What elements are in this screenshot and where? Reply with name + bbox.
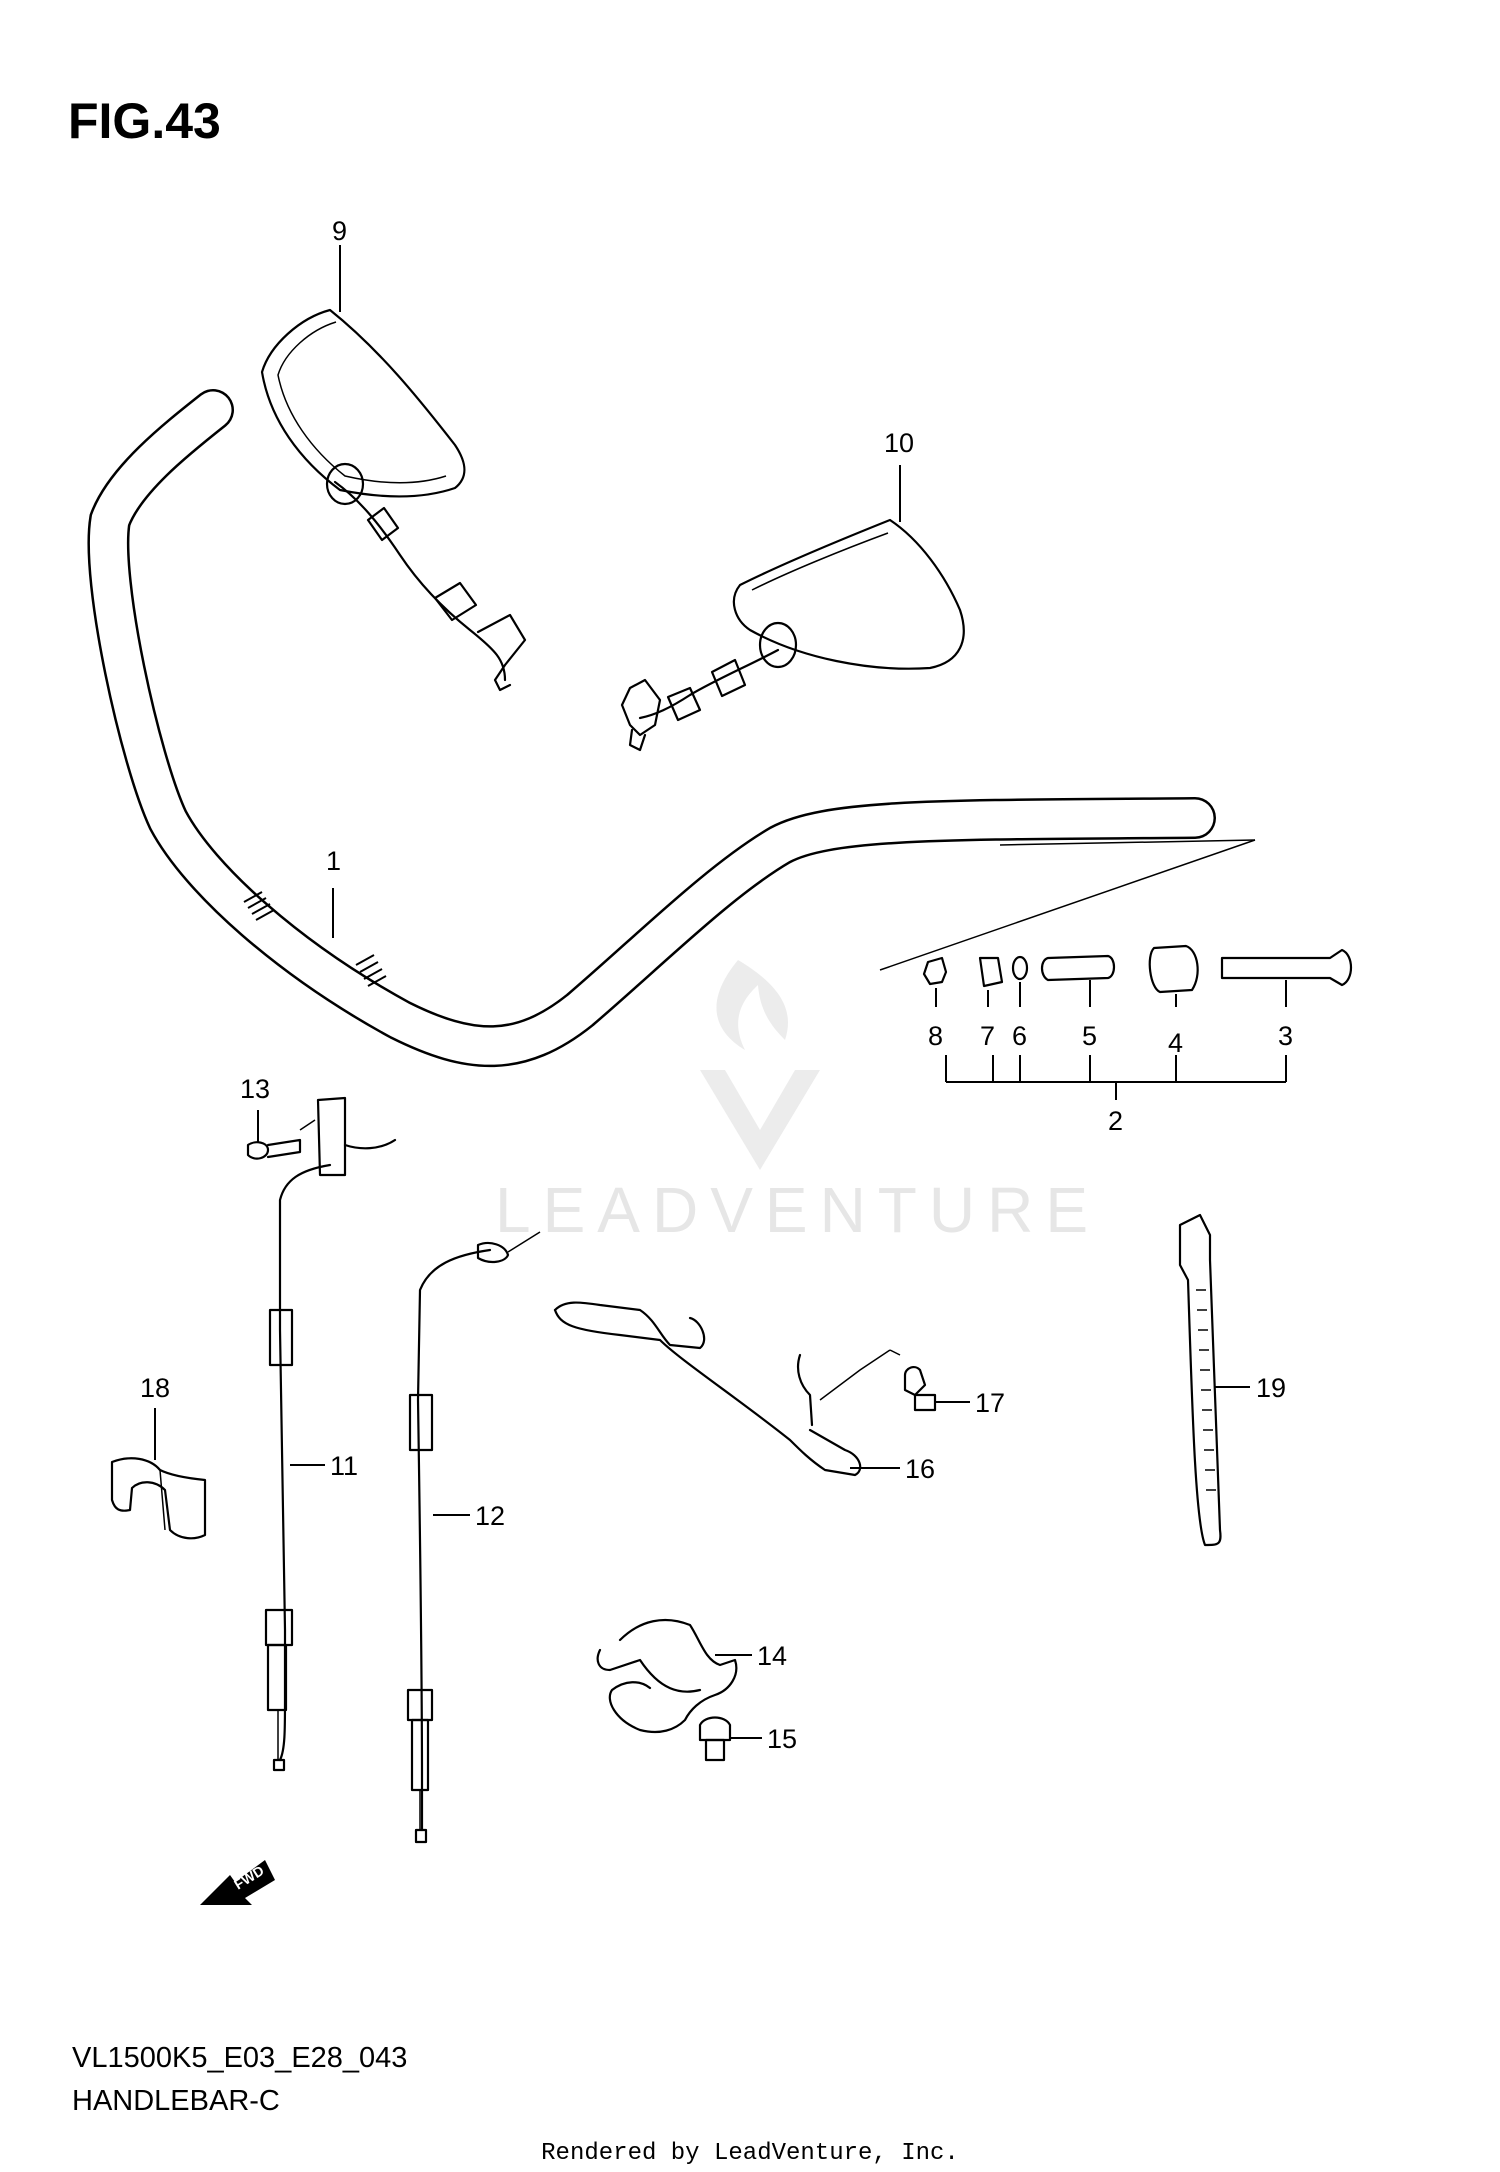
clip-14[interactable] <box>596 1618 738 1734</box>
callout-2: 2 <box>1108 1106 1123 1136</box>
callout-19: 19 <box>1256 1373 1286 1403</box>
section-name-label: HANDLEBAR-C <box>72 2085 280 2117</box>
mount-assembly-parts[interactable] <box>879 839 1353 994</box>
render-credit: Rendered by LeadVenture, Inc. <box>541 2140 959 2167</box>
callout-5: 5 <box>1082 1021 1097 1051</box>
watermark-text: LEADVENTURE <box>495 1174 1100 1246</box>
callout-18: 18 <box>140 1373 170 1403</box>
figure-title: FIG.43 <box>68 93 221 149</box>
mirror-right[interactable] <box>620 518 965 752</box>
callout-1: 1 <box>326 846 341 876</box>
screw-13[interactable] <box>246 1119 316 1160</box>
cable-clamp-18[interactable] <box>110 1457 207 1540</box>
callout-10: 10 <box>884 428 914 458</box>
leader-lines <box>154 245 1287 1739</box>
callout-17: 17 <box>975 1388 1005 1418</box>
bolt-15[interactable] <box>698 1716 732 1762</box>
model-code-label: VL1500K5_E03_E28_043 <box>72 2042 408 2074</box>
throttle-cable-12[interactable] <box>406 1231 541 1844</box>
leadventure-watermark: LEADVENTURE <box>495 960 1100 1246</box>
bolt-17[interactable] <box>903 1366 937 1412</box>
callout-16: 16 <box>905 1454 935 1484</box>
callout-7: 7 <box>980 1021 995 1051</box>
forward-direction-arrow: FWD <box>200 1860 275 1905</box>
cable-tie-19[interactable] <box>1178 1213 1222 1547</box>
throttle-cable-11[interactable] <box>264 1163 332 1772</box>
cable-guide-16[interactable] <box>553 1301 901 1477</box>
callout-4: 4 <box>1168 1028 1183 1058</box>
handlebar[interactable] <box>87 389 1216 1068</box>
callout-8: 8 <box>928 1021 943 1051</box>
callout-15: 15 <box>767 1724 797 1754</box>
callout-11: 11 <box>330 1451 358 1481</box>
callout-12: 12 <box>475 1501 505 1531</box>
callout-13: 13 <box>240 1074 270 1104</box>
cable-bracket[interactable] <box>316 1096 397 1177</box>
callout-labels: 9 10 1 8 7 6 5 4 3 2 13 18 11 12 19 17 1… <box>140 216 1293 1754</box>
assembly-bracket <box>945 1055 1287 1100</box>
callout-9: 9 <box>332 216 347 246</box>
callout-6: 6 <box>1012 1021 1027 1051</box>
mirror-left[interactable] <box>260 308 527 692</box>
callout-14: 14 <box>757 1641 787 1671</box>
callout-3: 3 <box>1278 1021 1293 1051</box>
